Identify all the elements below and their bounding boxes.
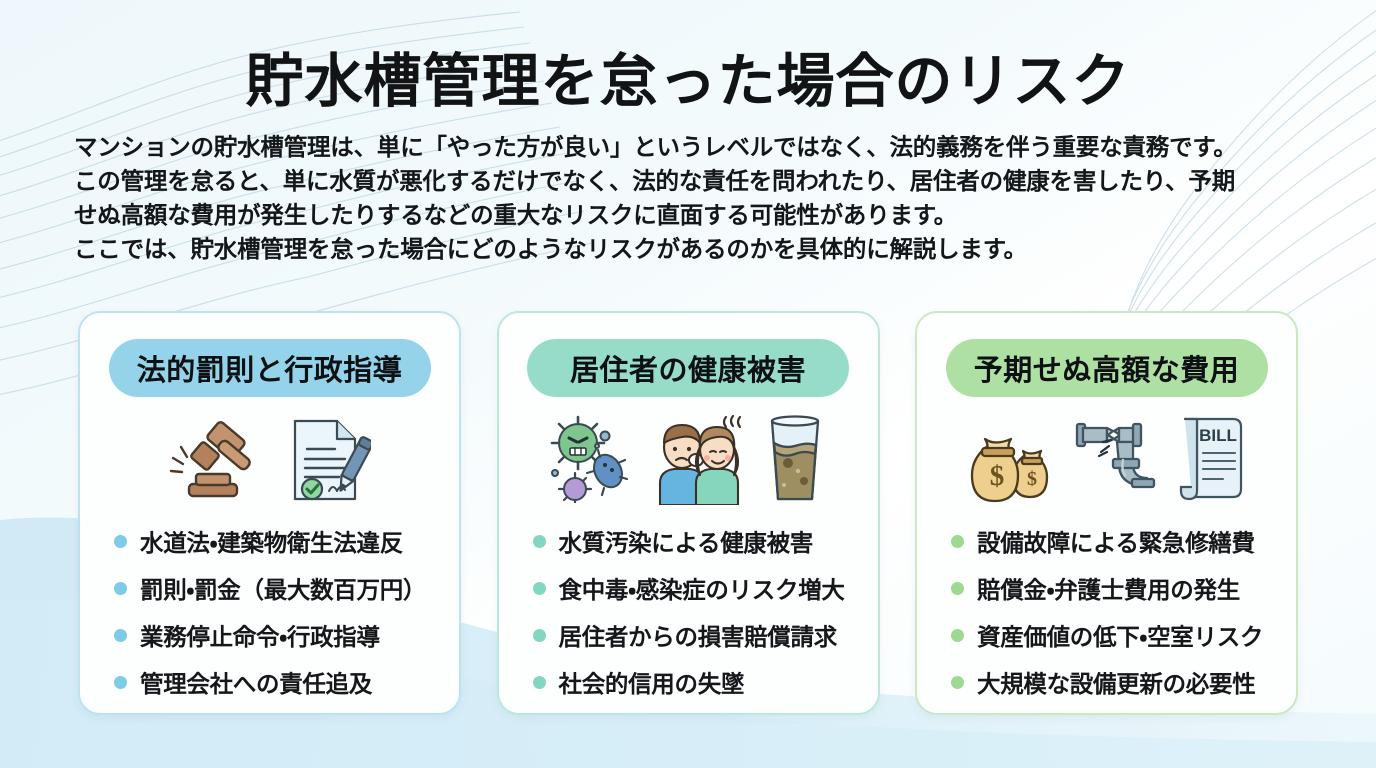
risk-card-unexpected-costs: 予期せぬ高額な費用 $ $ [915,311,1298,715]
list-item-label: 賠償金・弁護士費用の発生 [977,577,1240,603]
card-heading-badge: 法的罰則と行政指導 [108,339,431,397]
list-item-label: 罰則・罰金（最大数百万円） [140,577,427,603]
list-item-label: 設備故障による緊急修繕費 [977,530,1255,556]
germs-icon [550,415,629,503]
card-icon-row: $ $ [967,407,1247,511]
list-item-label: 管理会社への責任追及 [140,671,372,697]
list-item: 賠償金・弁護士費用の発生 [951,566,1296,610]
bullet-dot-icon [532,628,546,642]
list-item: 食中毒・感染症のリスク増大 [532,566,878,610]
bullet-dot-icon [532,534,546,548]
svg-text:$: $ [989,460,1004,492]
bullet-dot-icon [951,581,964,595]
risk-card-health-damage: 居住者の健康被害 [496,311,880,715]
list-item-label: 居住者からの損害賠償請求 [558,624,838,650]
list-item: 罰則・罰金（最大数百万円） [114,566,459,610]
lead-line: マンションの貯水槽管理は、単に「やった方が良い」というレベルではなく、法的義務を… [74,134,1237,160]
list-item-label: 社会的信用の失墜 [558,671,745,697]
list-item: 社会的信用の失墜 [532,660,878,704]
bill-invoice-icon: BILL [1179,417,1242,501]
risk-card-legal-penalties: 法的罰則と行政指導 [78,311,461,715]
lead-line: この管理を怠ると、単に水質が悪化するだけでなく、法的な責任を問われたり、居住者の… [74,168,1236,194]
list-item-label: 食中毒・感染症のリスク増大 [558,577,845,603]
bullet-dot-icon [114,628,127,642]
list-item: 管理会社への責任追及 [114,660,459,704]
bullet-dot-icon [951,628,964,642]
bullet-dot-icon [114,534,127,548]
list-item-label: 大規模な設備更新の必要性 [977,671,1256,697]
signed-document-icon [293,419,371,501]
bullet-dot-icon [532,581,546,595]
money-bags-icon: $ $ [970,437,1048,503]
card-icon-row [548,407,828,511]
card-bullet-list: 水質汚染による健康被害 食中毒・感染症のリスク増大 居住者からの損害賠償請求 社… [499,519,878,704]
list-item: 水道法・建築物衛生法違反 [114,519,459,563]
list-item: 大規模な設備更新の必要性 [951,660,1296,704]
bullet-dot-icon [114,675,127,689]
list-item-label: 水質汚染による健康被害 [558,530,814,556]
gavel-icon [169,421,251,498]
list-item-label: 資産価値の低下・空室リスク [977,624,1264,650]
card-icon-row [169,407,371,511]
card-bullet-list: 設備故障による緊急修繕費 賠償金・弁護士費用の発生 資産価値の低下・空室リスク … [917,519,1296,704]
sick-residents-icon [658,414,742,505]
lead-line: せぬ高額な費用が発生したりするなどの重大なリスクに直面する可能性があります。 [74,202,958,228]
svg-text:BILL: BILL [1199,426,1237,445]
risk-cards-row: 法的罰則と行政指導 [78,311,1298,715]
bullet-dot-icon [951,534,964,548]
svg-text:$: $ [1027,468,1037,490]
broken-pipe-icon [1075,422,1155,489]
card-heading-badge: 予期せぬ高額な費用 [945,339,1268,397]
dirty-water-glass-icon [770,415,820,501]
card-heading-badge: 居住者の健康被害 [527,339,849,397]
list-item-label: 水道法・建築物衛生法違反 [140,530,403,556]
list-item: 居住者からの損害賠償請求 [532,613,878,657]
list-item: 資産価値の低下・空室リスク [951,613,1296,657]
lead-paragraph: マンションの貯水槽管理は、単に「やった方が良い」というレベルではなく、法的義務を… [74,130,1306,266]
page-title: 貯水槽管理を怠った場合のリスク [245,49,1131,114]
bullet-dot-icon [114,581,127,595]
list-item: 業務停止命令・行政指導 [114,613,459,657]
card-bullet-list: 水道法・建築物衛生法違反 罰則・罰金（最大数百万円） 業務停止命令・行政指導 管… [80,519,459,704]
list-item-label: 業務停止命令・行政指導 [140,624,380,650]
bullet-dot-icon [951,675,964,689]
lead-line: ここでは、貯水槽管理を怠った場合にどのようなリスクがあるのかを具体的に解説します… [74,236,1027,262]
list-item: 水質汚染による健康被害 [532,519,878,563]
list-item: 設備故障による緊急修繕費 [951,519,1296,563]
bullet-dot-icon [532,675,546,689]
